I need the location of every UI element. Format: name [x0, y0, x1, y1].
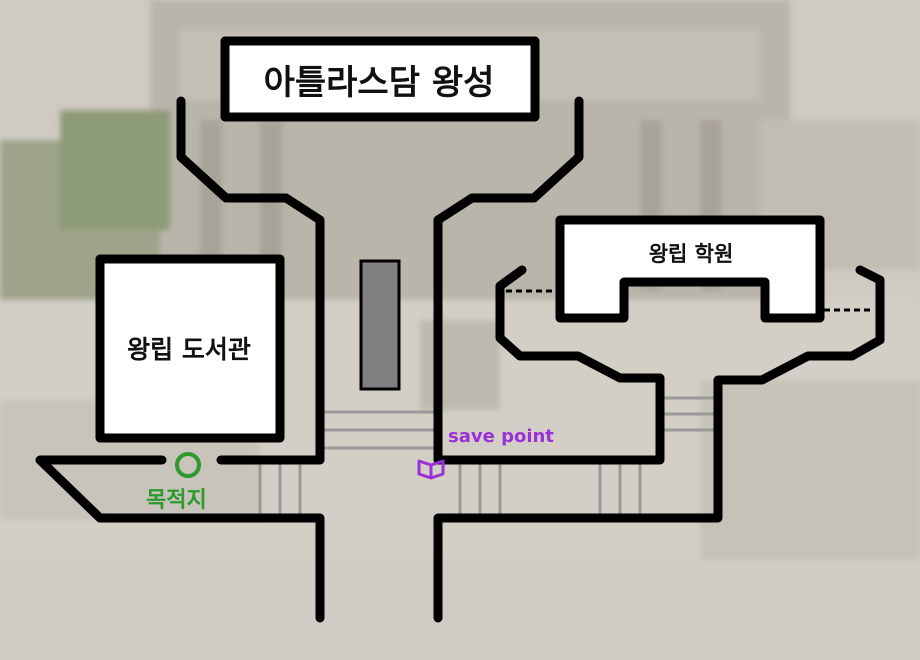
dashed-connectors: [506, 289, 874, 312]
destination-label: 목적지: [146, 488, 207, 513]
stairs-center-vertical: [458, 462, 502, 516]
stairs-right-horizontal: [662, 396, 718, 432]
central-pillar: [359, 259, 401, 391]
stairs: [258, 396, 718, 516]
academy-building: [555, 215, 825, 323]
wall-left-upper: [176, 96, 325, 465]
wall-left-lower: [35, 455, 325, 623]
stairs-right-vertical: [598, 462, 642, 516]
map-title: 아틀라스담 왕성: [263, 62, 495, 103]
wall-right-lower: [433, 265, 885, 623]
save-point-open-book-icon: [417, 459, 445, 480]
castle-walls: [35, 96, 885, 623]
library-building: [95, 254, 285, 443]
stairs-center-horizontal: [322, 410, 437, 450]
library-label: 왕립 도서관: [127, 335, 251, 364]
stairs-left-vertical: [258, 462, 302, 516]
destination-circle-icon: [175, 452, 201, 478]
save-point-label: save point: [448, 426, 554, 447]
academy-label: 왕립 학원: [648, 242, 734, 266]
wall-right-upper: [433, 96, 665, 465]
title-box: [220, 36, 540, 122]
